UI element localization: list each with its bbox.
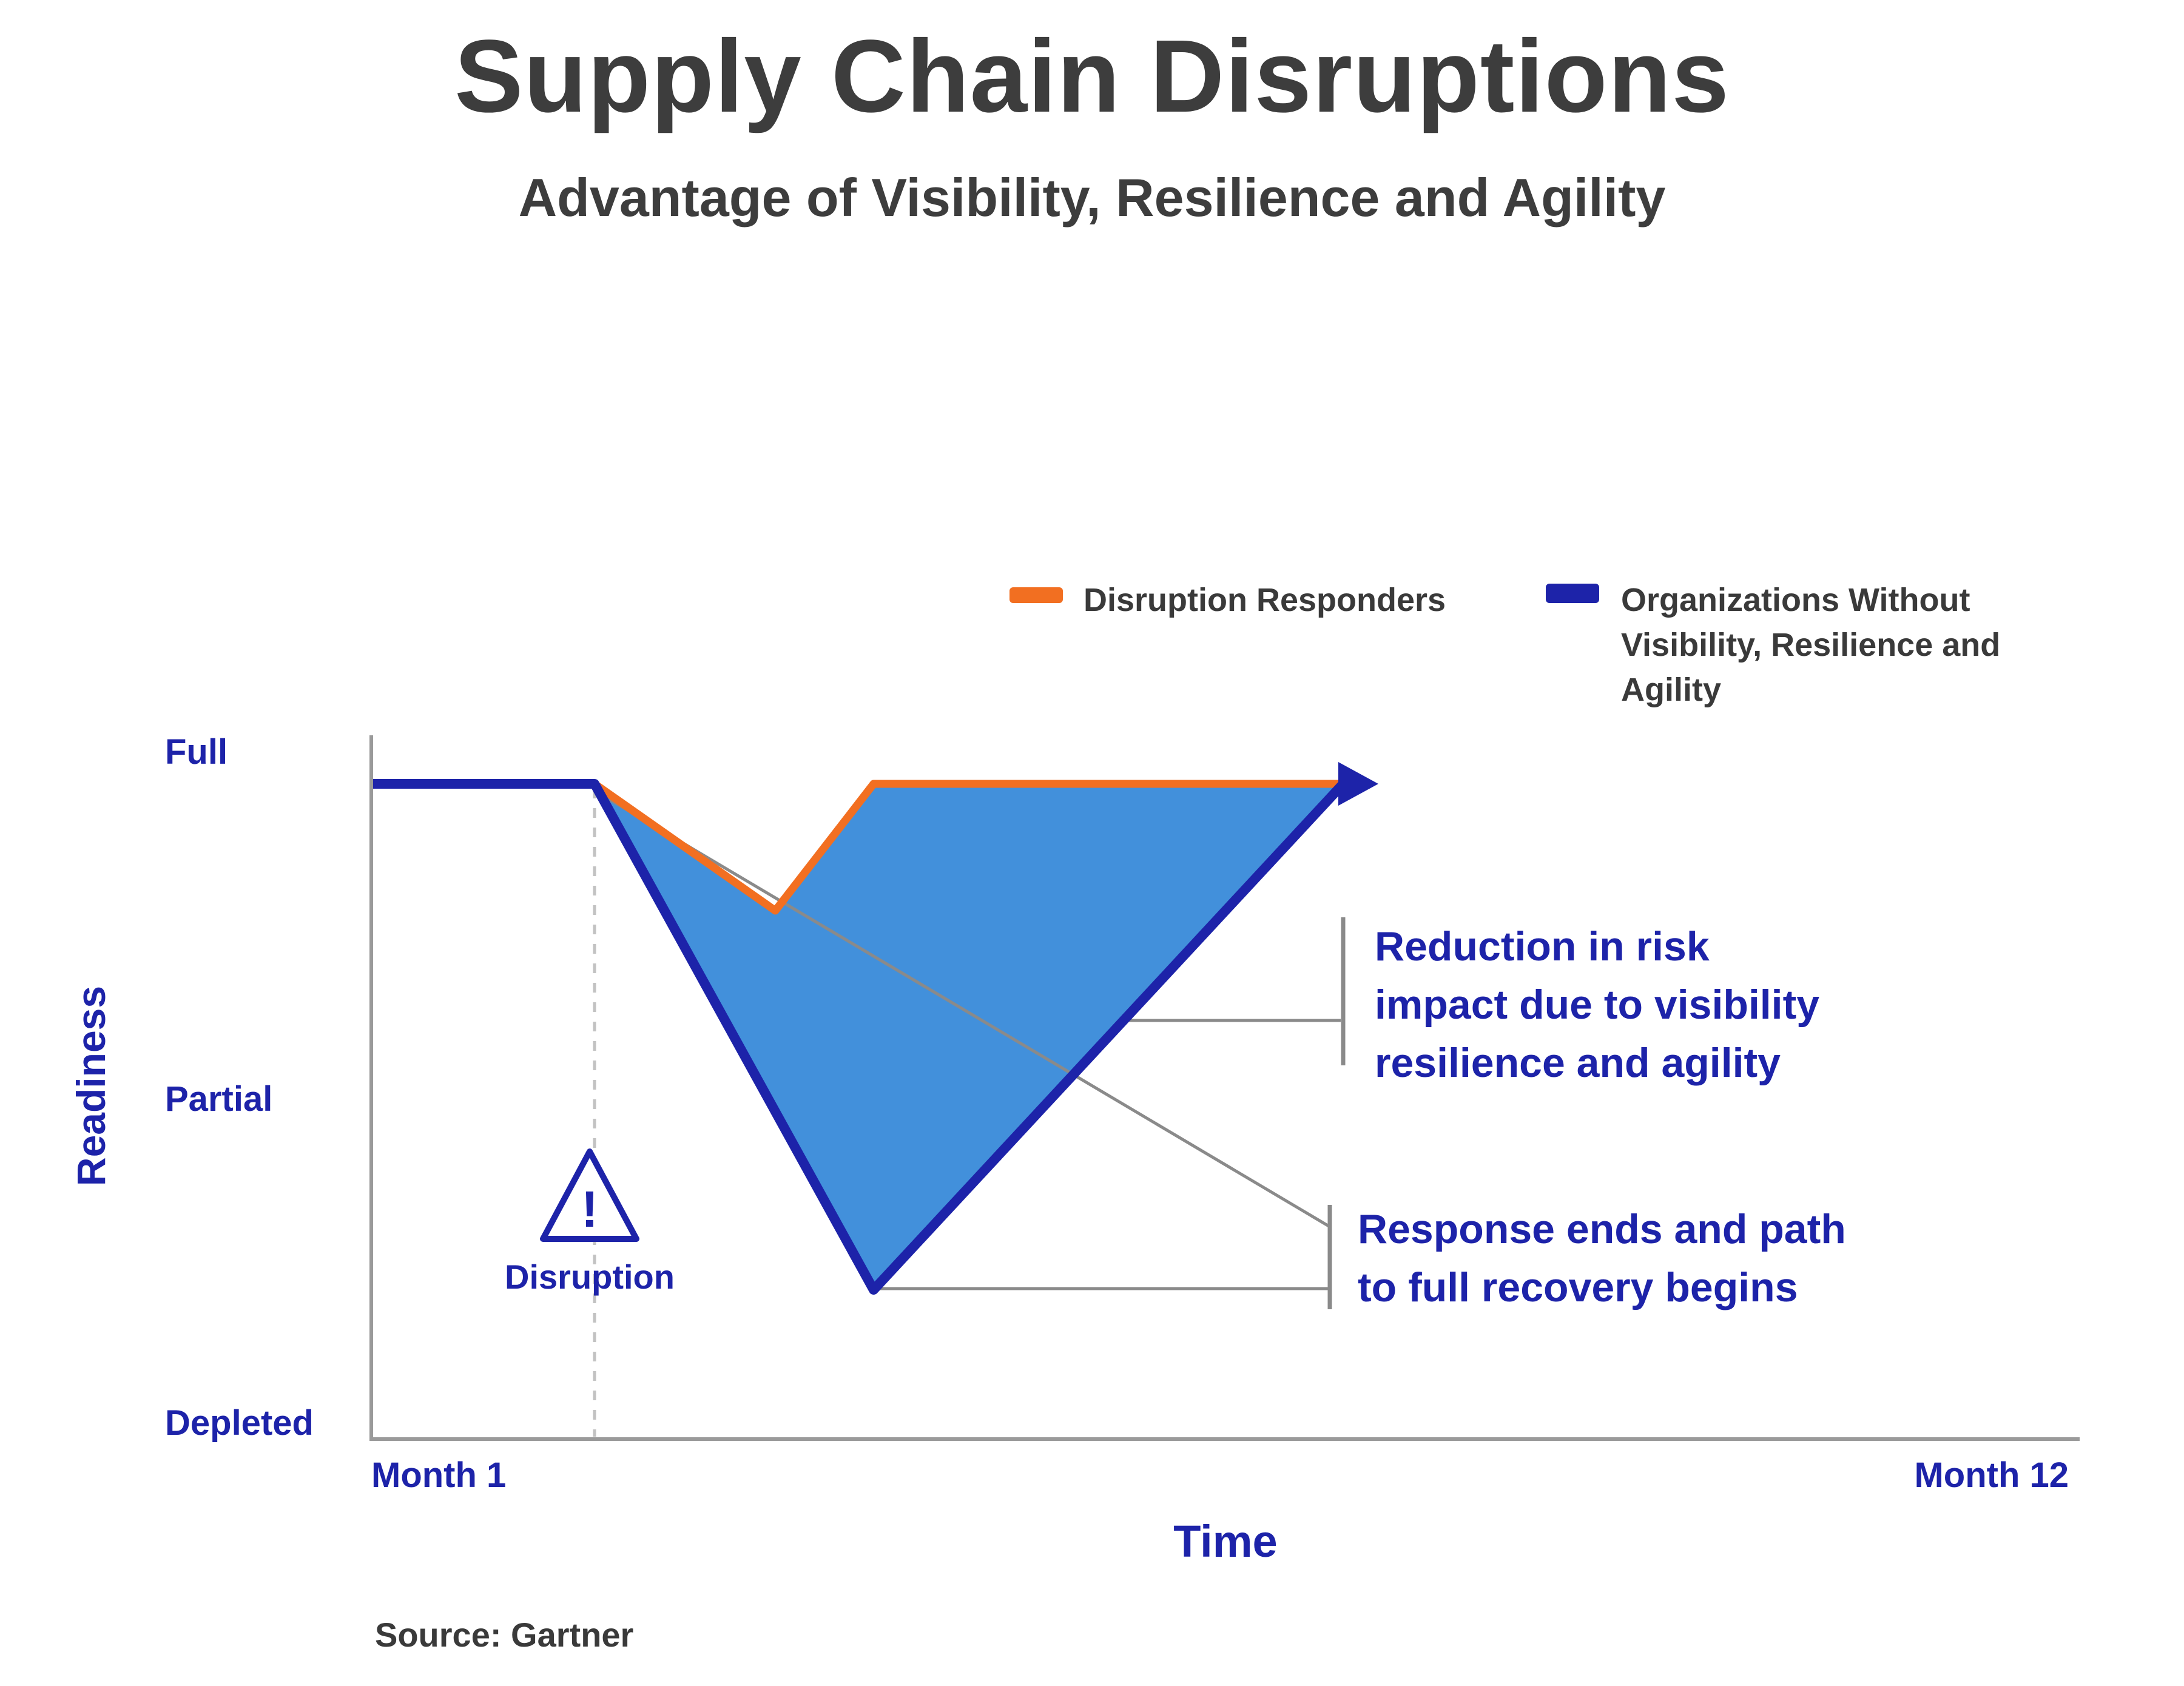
without-line <box>373 779 1347 1295</box>
annotation-reduction-line-2: impact due to visibility <box>1375 982 1820 1028</box>
warning-exclamation-icon: ! <box>581 1181 598 1238</box>
annotation-reduction: Reduction in risk impact due to visibili… <box>1375 917 1957 1092</box>
x-tick-month-1: Month 1 <box>371 1455 507 1495</box>
disruption-label: Disruption <box>505 1258 675 1296</box>
legend-label-without-line-3: Agility <box>1621 672 1722 708</box>
y-axis-title: Readiness <box>69 985 113 1187</box>
source-note: Source: Gartner <box>375 1616 634 1654</box>
legend-label-responders: Disruption Responders <box>1084 582 1446 618</box>
legend-label-without-line-2: Visibility, Resilience and <box>1621 627 2001 663</box>
recovery-arrowhead-icon <box>1338 762 1378 806</box>
x-axis-title: Time <box>1173 1516 1278 1566</box>
gap-fill-area <box>595 784 1343 1290</box>
page-subtitle: Advantage of Visibility, Resilience and … <box>518 167 1666 228</box>
warning-triangle-icon <box>540 1148 639 1242</box>
y-tick-depleted: Depleted <box>165 1403 314 1443</box>
annotation-reduction-line-3: resilience and agility <box>1375 1040 1781 1086</box>
annotation-response-line-2: to full recovery begins <box>1358 1264 1798 1310</box>
legend-label-without: Organizations Without Visibility, Resili… <box>1621 578 2094 712</box>
connector-diagonal-line <box>608 798 1331 1229</box>
x-tick-month-12: Month 12 <box>1914 1455 2069 1495</box>
annotation-response: Response ends and path to full recovery … <box>1358 1200 2001 1317</box>
y-tick-full: Full <box>165 732 228 772</box>
legend-swatch-without <box>1546 584 1599 603</box>
legend-label-without-line-1: Organizations Without <box>1621 582 1970 618</box>
legend-swatch-responders <box>1009 587 1063 603</box>
y-tick-partial: Partial <box>165 1079 273 1119</box>
page-title: Supply Chain Disruptions <box>454 19 1730 134</box>
annotation-response-line-1: Response ends and path <box>1358 1206 1846 1252</box>
annotation-reduction-line-1: Reduction in risk <box>1375 923 1710 969</box>
